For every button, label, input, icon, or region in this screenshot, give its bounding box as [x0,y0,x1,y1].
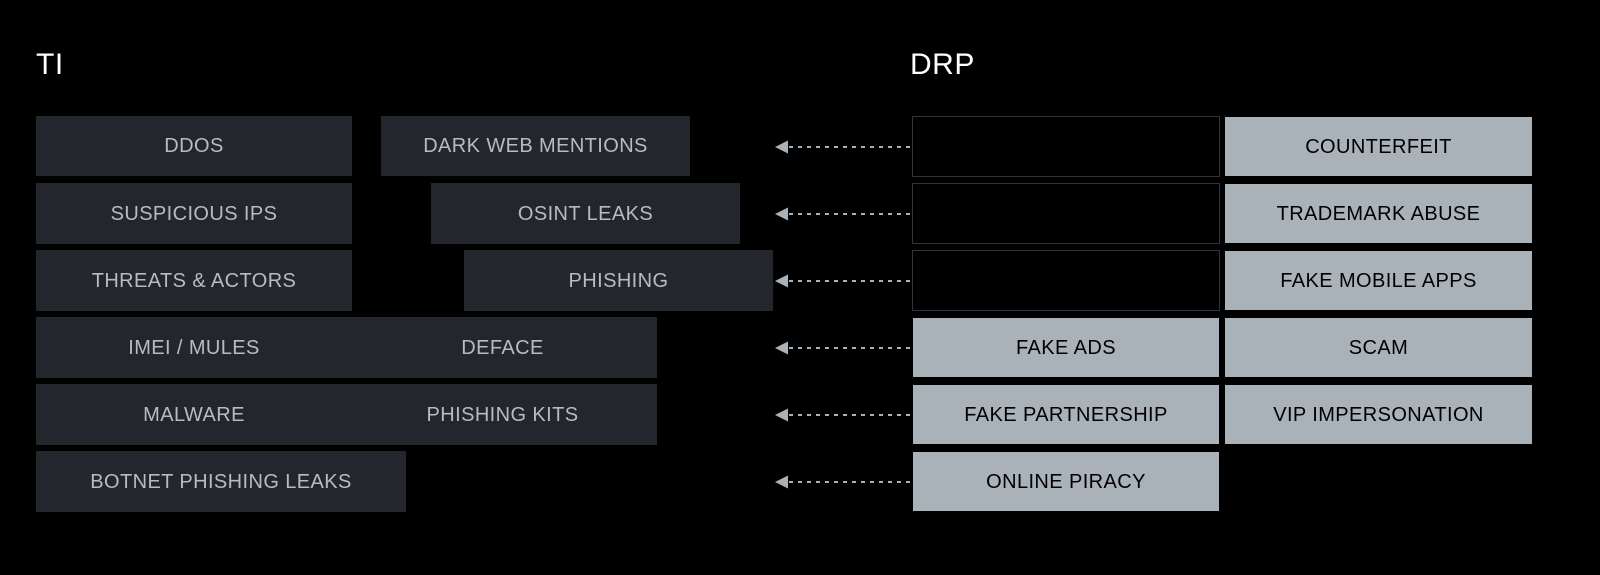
arrow-left-icon-row-0 [775,140,912,154]
drp-col2-item-1[interactable]: TRADEMARK ABUSE [1224,183,1533,244]
arrow-left-icon-row-5 [775,475,912,489]
ti-col1-item-3[interactable]: IMEI / MULES [36,317,352,378]
arrow-left-icon-row-3 [775,341,912,355]
ti-col1-item-5[interactable]: BOTNET PHISHING LEAKS [36,451,406,512]
arrow-left-icon-row-1 [775,207,912,221]
drp-col1-item-5[interactable]: ONLINE PIRACY [912,451,1220,512]
ti-col1-item-2[interactable]: THREATS & ACTORS [36,250,352,311]
drp-col1-item-2[interactable] [912,250,1220,311]
ti-col2-item-4[interactable]: PHISHING KITS [348,384,657,445]
drp-col2-item-3[interactable]: SCAM [1224,317,1533,378]
ti-col1-item-0[interactable]: DDOS [36,116,352,176]
ti-col2-item-1[interactable]: OSINT LEAKS [431,183,740,244]
section-title-drp: DRP [910,48,975,81]
drp-col2-item-5 [1224,451,1533,512]
arrow-left-icon-row-2 [775,274,912,288]
ti-col1-item-1[interactable]: SUSPICIOUS IPS [36,183,352,244]
arrow-left-icon-row-4 [775,408,912,422]
drp-col1-item-0[interactable] [912,116,1220,177]
ti-col1-item-4[interactable]: MALWARE [36,384,352,445]
section-title-ti: TI [36,48,64,81]
ti-col2-item-0[interactable]: DARK WEB MENTIONS [381,116,690,176]
drp-col2-item-2[interactable]: FAKE MOBILE APPS [1224,250,1533,311]
drp-col1-item-3[interactable]: FAKE ADS [912,317,1220,378]
drp-col1-item-1[interactable] [912,183,1220,244]
ti-col2-item-5 [348,451,657,512]
ti-col2-item-3[interactable]: DEFACE [348,317,657,378]
drp-col2-item-4[interactable]: VIP IMPERSONATION [1224,384,1533,445]
ti-col2-item-2[interactable]: PHISHING [464,250,773,311]
drp-col1-item-4[interactable]: FAKE PARTNERSHIP [912,384,1220,445]
drp-col2-item-0[interactable]: COUNTERFEIT [1224,116,1533,177]
